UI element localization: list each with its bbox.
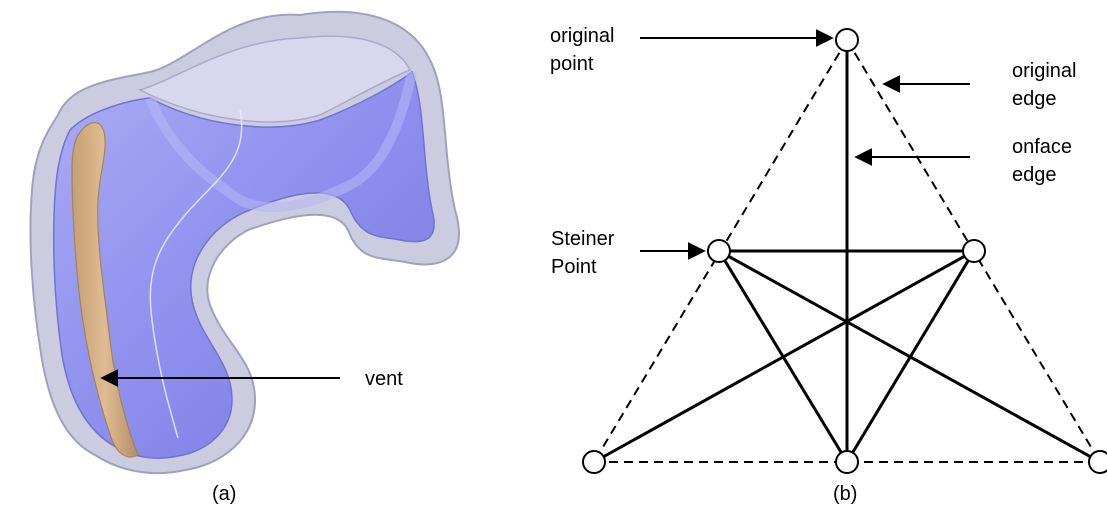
onface-edge-label-2: edge <box>1012 164 1057 186</box>
onface-edge-c <box>717 250 849 463</box>
original-point-label-2: point <box>550 53 594 75</box>
original-edge-label-2: edge <box>1012 88 1057 110</box>
panel-a-caption: (a) <box>212 483 236 505</box>
onface-edge-label-1: onface <box>1012 136 1072 158</box>
vent-label: vent <box>365 368 403 390</box>
panel-b-caption: (b) <box>833 483 857 505</box>
original-point-bottom-left <box>582 450 606 474</box>
original-point-label-1: original <box>550 25 614 47</box>
onface-edge-d <box>845 250 976 463</box>
panel-b-diagram <box>582 28 1107 474</box>
ridge-band <box>145 70 417 213</box>
original-point-top <box>835 28 859 52</box>
original-point-bottom-right <box>1088 450 1107 474</box>
steiner-point-right <box>962 239 986 263</box>
steiner-point-left <box>707 239 731 263</box>
steiner-point-label-2: Point <box>551 256 597 278</box>
original-edge-label-1: original <box>1012 60 1076 82</box>
steiner-point-bottom <box>835 450 859 474</box>
vent-channel <box>71 122 139 458</box>
steiner-point-label-1: Steiner <box>551 228 615 250</box>
inner-cavity <box>137 35 412 123</box>
panel-a-illustration <box>29 10 460 475</box>
surface-curve <box>149 109 243 439</box>
